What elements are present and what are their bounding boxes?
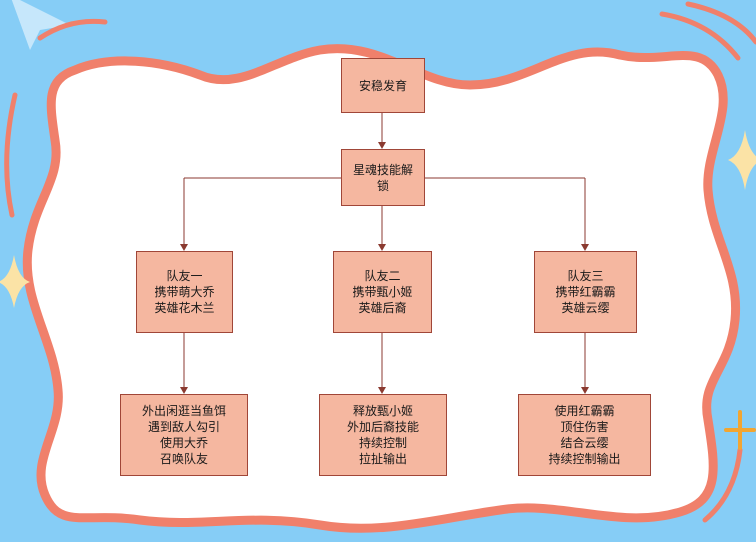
connectors [180, 113, 589, 394]
decorative-arc-top-right-1 [659, 11, 741, 61]
node-strategy-3: 使用红霸霸 顶住伤害 结合云缨 持续控制输出 [518, 394, 651, 476]
paper-plane-icon [11, 0, 70, 50]
node-strategy-2: 释放甄小姬 外加后裔技能 持续控制 拉扯输出 [319, 394, 447, 476]
sparkle-star-icon [0, 255, 30, 308]
node-root: 安稳发育 [341, 58, 425, 113]
sparkle-star-icon [728, 130, 756, 190]
node-skill-unlock: 星魂技能解 锁 [341, 149, 425, 206]
decorative-arc-left [4, 92, 18, 218]
decorative-arc-top-right-2 [685, 1, 756, 45]
decorative-arc-top-left [37, 18, 108, 41]
cross-sparkle-icon [724, 410, 756, 450]
decorative-arc-bottom-right [702, 447, 743, 523]
node-strategy-1: 外出闲逛当鱼饵 遇到敌人勾引 使用大乔 召唤队友 [120, 394, 248, 476]
node-teammate-3: 队友三 携带红霸霸 英雄云缨 [534, 251, 637, 333]
node-teammate-2: 队友二 携带甄小姬 英雄后裔 [333, 251, 432, 333]
node-teammate-1: 队友一 携带萌大乔 英雄花木兰 [136, 251, 233, 333]
